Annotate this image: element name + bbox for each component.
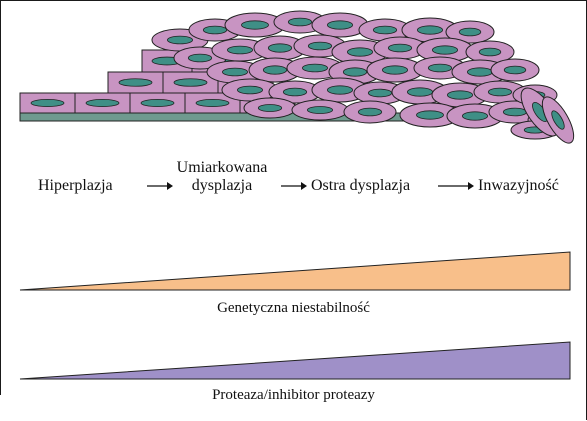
- cell-nucleus: [327, 86, 352, 94]
- stage-moderate-line1: Umiarkowana: [174, 160, 270, 176]
- cell-nucleus: [343, 68, 366, 76]
- cell-nucleus: [141, 99, 174, 106]
- cell-nucleus: [308, 42, 331, 50]
- stage-hyperplasia: Hiperplazja: [38, 178, 113, 194]
- progression-row: Hiperplazja Umiarkowana dysplazja Ostra …: [0, 158, 587, 208]
- cell-nucleus: [268, 44, 291, 52]
- cell-nucleus: [347, 48, 372, 56]
- cell-nucleus: [327, 21, 352, 29]
- epithelial-cells: [20, 11, 580, 148]
- cell-nucleus: [358, 108, 381, 116]
- cell-nucleus: [459, 28, 481, 36]
- cell-nucleus: [373, 26, 396, 34]
- cell-nucleus: [237, 86, 262, 94]
- cell-nucleus: [288, 18, 311, 26]
- cell-nucleus: [174, 79, 207, 87]
- cell-nucleus: [188, 54, 211, 62]
- cell-nucleus: [382, 66, 407, 74]
- cell-nucleus: [388, 44, 411, 52]
- cell-nucleus: [417, 26, 442, 34]
- genetic-instability-wedge: [0, 250, 587, 295]
- stage-invasive: Inwazyjność: [478, 178, 559, 194]
- cell-nucleus: [227, 46, 252, 54]
- tissue-illustration: [0, 0, 587, 150]
- cell-nucleus: [503, 108, 526, 116]
- cell-nucleus: [283, 88, 306, 96]
- cell-nucleus: [302, 64, 327, 72]
- cell-nucleus: [167, 36, 192, 44]
- cell-nucleus: [242, 21, 269, 29]
- arrow-icon: [281, 180, 307, 192]
- stage-moderate-line2: dysplazja: [174, 178, 270, 194]
- cell-nucleus: [196, 99, 229, 106]
- cell-nucleus: [462, 112, 487, 120]
- cell-nucleus: [407, 88, 432, 96]
- cell-nucleus: [368, 89, 391, 97]
- cell-nucleus: [488, 88, 511, 96]
- genetic-instability-label: Genetyczna niestabilność: [0, 300, 587, 317]
- cell-nucleus: [86, 99, 119, 106]
- arrow-icon: [438, 180, 474, 192]
- stage-severe-dysplasia: Ostra dysplazja: [311, 178, 410, 194]
- cell-nucleus: [447, 91, 472, 99]
- protease-inhibitor-label: Proteaza/inhibitor proteazy: [0, 387, 587, 404]
- cell-nucleus: [467, 68, 492, 76]
- cell-nucleus: [307, 107, 332, 114]
- cell-nucleus: [428, 64, 451, 72]
- cell-nucleus: [504, 66, 526, 74]
- cell-nucleus: [31, 99, 64, 106]
- arrow-icon: [147, 180, 173, 192]
- protease-wedge: [0, 340, 587, 382]
- cell-nucleus: [222, 68, 247, 76]
- cell-nucleus: [417, 111, 444, 119]
- cell-nucleus: [479, 48, 501, 56]
- cell-nucleus: [263, 66, 286, 74]
- cell-nucleus: [119, 79, 152, 87]
- cell-nucleus: [203, 26, 226, 34]
- stage-moderate-dysplasia: Umiarkowana dysplazja: [174, 160, 270, 194]
- cell-nucleus: [258, 105, 281, 112]
- cell-nucleus: [432, 46, 457, 54]
